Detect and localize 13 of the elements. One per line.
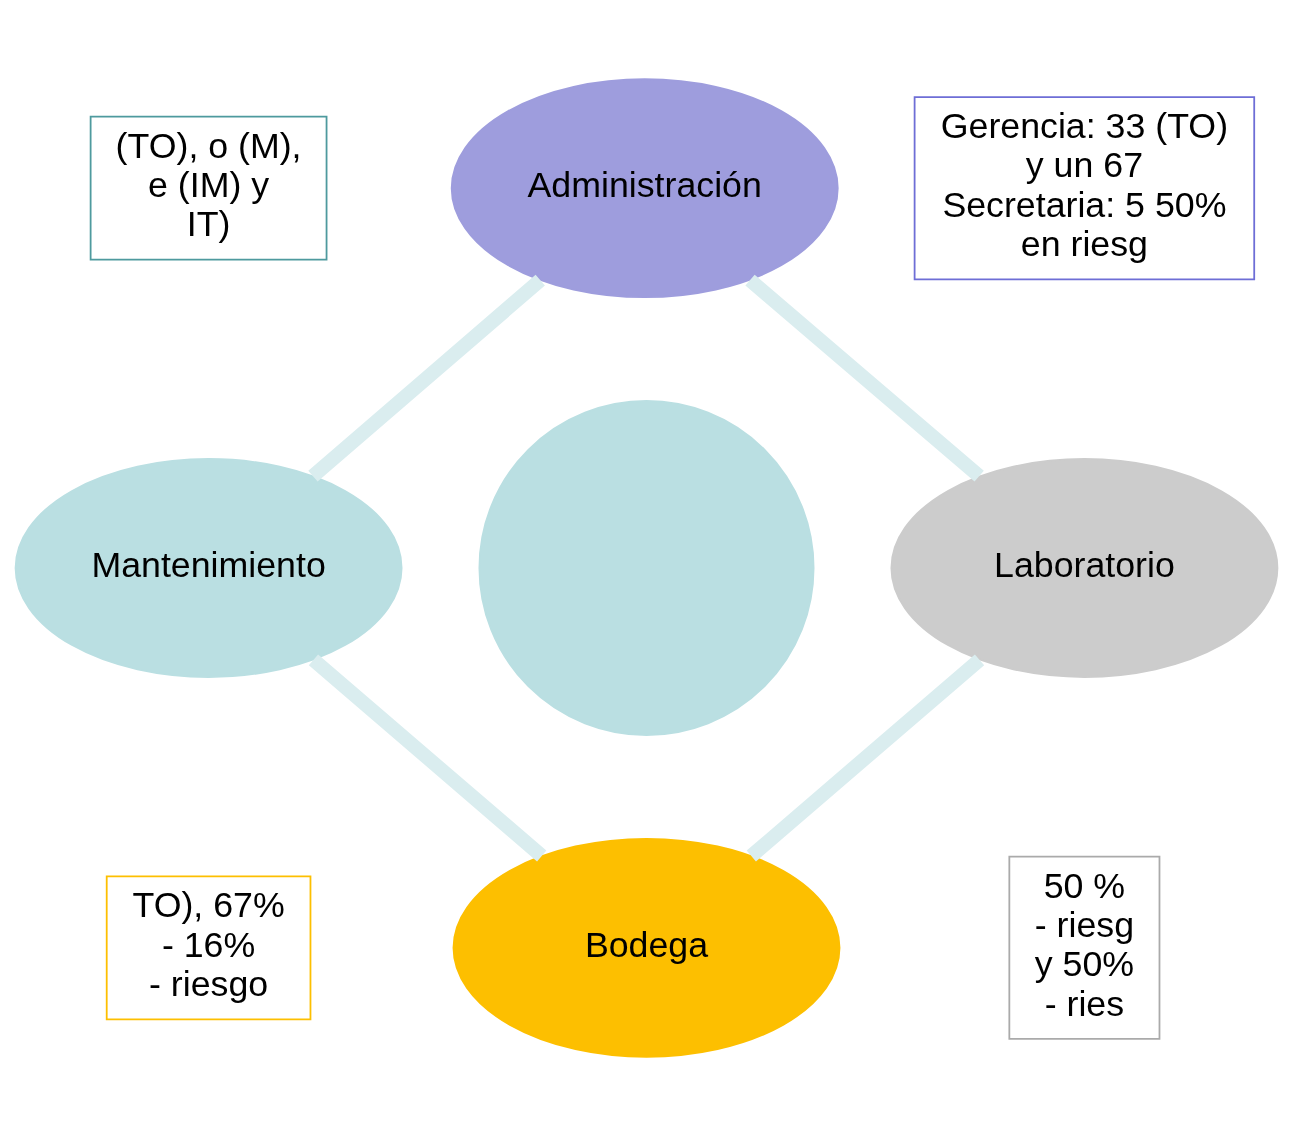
- connector: [308, 274, 545, 482]
- node-box: (TO), o (M), e (IM) y IT): [89, 115, 328, 261]
- node-ellipse: Administración: [450, 77, 839, 298]
- connector: [308, 653, 547, 861]
- node-box: Gerencia: 33 (TO) y un 67 Secretaria: 5 50% en riesg: [913, 95, 1256, 280]
- node-box: 50 % - riesg y 50% - ries: [1008, 855, 1161, 1040]
- connector: [745, 274, 984, 482]
- connector: [746, 653, 985, 861]
- node-ellipse: Bodega: [452, 837, 841, 1058]
- node-box: TO), 67% - 16% - riesgo: [105, 874, 312, 1020]
- node-ellipse: Mantenimiento: [14, 457, 403, 678]
- node-circle: [478, 399, 815, 736]
- node-ellipse: Laboratorio: [890, 457, 1279, 678]
